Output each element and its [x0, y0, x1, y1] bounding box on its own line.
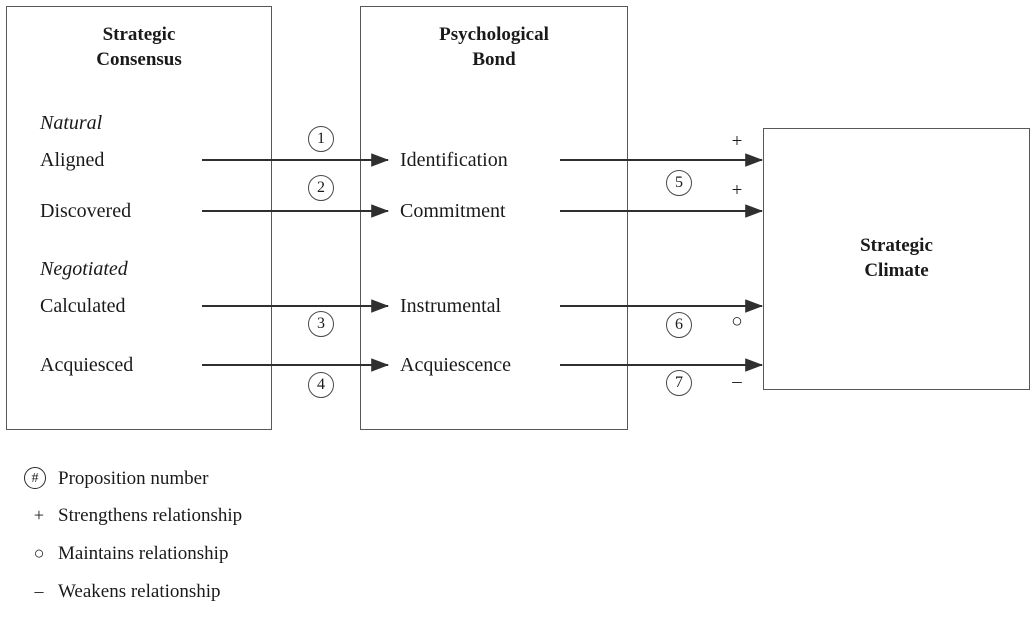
box-psychological-bond — [360, 6, 628, 430]
legend-row-strengthens: + Strengthens relationship — [24, 505, 243, 526]
proposition-circle-4: 4 — [308, 372, 334, 398]
box-title-strategic-climate: Strategic Climate — [860, 235, 933, 281]
consensus-item-discovered: Discovered — [40, 200, 132, 222]
bond-item-acquiescence: Acquiescence — [400, 354, 512, 376]
box-strategic-consensus — [6, 6, 272, 430]
sign-commitment: + — [731, 180, 743, 201]
bond-item-instrumental: Instrumental — [400, 295, 502, 317]
proposition-circle-7: 7 — [666, 370, 692, 396]
sign-instrumental: ○ — [731, 311, 743, 332]
sign-acquiescence: – — [732, 371, 742, 392]
proposition-circle-3: 3 — [308, 311, 334, 337]
legend-row-proposition-number: # Proposition number — [24, 467, 208, 489]
box-title-psychological-bond: Psychological Bond — [439, 24, 549, 70]
legend-label-weakens: Weakens relationship — [58, 581, 221, 602]
circled-hash-icon: # — [24, 467, 46, 489]
bond-item-identification: Identification — [400, 149, 508, 171]
consensus-group-heading-natural: Natural — [40, 112, 103, 134]
proposition-circle-5: 5 — [666, 170, 692, 196]
proposition-circle-2: 2 — [308, 175, 334, 201]
box-strategic-climate — [763, 128, 1030, 390]
proposition-circle-1: 1 — [308, 126, 334, 152]
consensus-item-calculated: Calculated — [40, 295, 126, 317]
sign-identification: + — [731, 131, 743, 152]
legend-label-strengthens: Strengthens relationship — [58, 505, 243, 526]
legend-row-maintains: ○ Maintains relationship — [24, 543, 229, 564]
minus-icon: – — [34, 581, 44, 601]
legend-label-proposition-number: Proposition number — [58, 467, 209, 489]
circle-icon: ○ — [33, 543, 45, 563]
legend-label-maintains: Maintains relationship — [58, 543, 229, 564]
consensus-item-acquiesced: Acquiesced — [40, 354, 134, 376]
legend-row-weakens: – Weakens relationship — [24, 581, 221, 602]
consensus-item-aligned: Aligned — [40, 149, 105, 171]
box-title-strategic-consensus: Strategic Consensus — [96, 24, 182, 70]
plus-icon: + — [33, 505, 45, 525]
bond-item-commitment: Commitment — [400, 200, 506, 222]
consensus-group-heading-negotiated: Negotiated — [40, 258, 128, 280]
proposition-circle-6: 6 — [666, 312, 692, 338]
